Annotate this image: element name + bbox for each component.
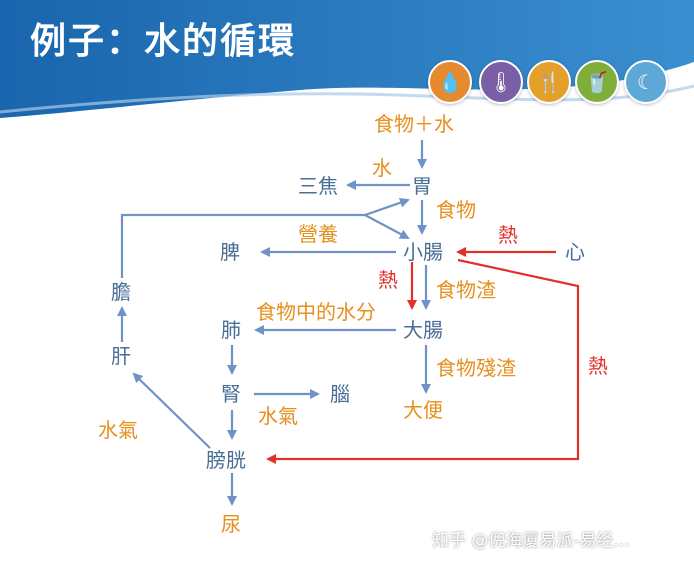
node-bladder: 膀胱 xyxy=(206,448,246,472)
thermometer-icon: 🌡 xyxy=(479,60,523,104)
watermark: 知乎 @倪海厦易派-易经... xyxy=(432,531,630,551)
node-gallbladder: 膽 xyxy=(111,280,131,304)
slide-title: 例子：水的循環 xyxy=(30,21,297,62)
fork-knife-icon: 🍴 xyxy=(527,60,571,104)
node-urine: 尿 xyxy=(221,512,241,536)
label-food: 食物 xyxy=(436,198,476,222)
node-small-intestine: 小腸 xyxy=(403,240,443,264)
node-liver: 肝 xyxy=(111,344,131,368)
label-water-vapor-liver: 水氣 xyxy=(98,418,138,442)
node-large-intestine: 大腸 xyxy=(403,318,443,342)
label-heat-heart: 熱 xyxy=(498,223,518,247)
arrow-sanjiao-branch xyxy=(364,197,410,217)
node-stomach: 胃 xyxy=(412,174,432,198)
arrow-gallbladder-to-small-intestine xyxy=(120,213,410,278)
node-lung: 肺 xyxy=(221,318,241,342)
node-stool: 大便 xyxy=(403,398,443,422)
label-nutrition: 營養 xyxy=(298,222,338,246)
node-heart: 心 xyxy=(565,240,585,264)
node-food-water: 食物＋水 xyxy=(374,112,454,136)
label-water-in-food: 食物中的水分 xyxy=(256,300,376,324)
label-water: 水 xyxy=(372,156,392,180)
label-food-residue: 食物渣 xyxy=(436,278,496,302)
cup-icon: 🥤 xyxy=(575,60,619,104)
moon-icon: ☾ xyxy=(624,60,668,104)
label-heat-intestine: 熱 xyxy=(378,268,398,292)
arrow-bladder-to-liver xyxy=(132,372,211,449)
node-sanjiao: 三焦 xyxy=(298,174,338,198)
label-food-remains: 食物殘渣 xyxy=(436,356,516,380)
label-heat-bladder: 熱 xyxy=(588,354,608,378)
water-drop-icon: 💧 xyxy=(428,60,472,104)
arrow-small-intestine-to-bladder xyxy=(266,258,580,464)
node-spleen: 脾 xyxy=(220,240,240,264)
node-kidney: 腎 xyxy=(221,382,241,406)
node-brain: 腦 xyxy=(330,382,350,406)
label-water-vapor-brain: 水氣 xyxy=(258,404,298,428)
